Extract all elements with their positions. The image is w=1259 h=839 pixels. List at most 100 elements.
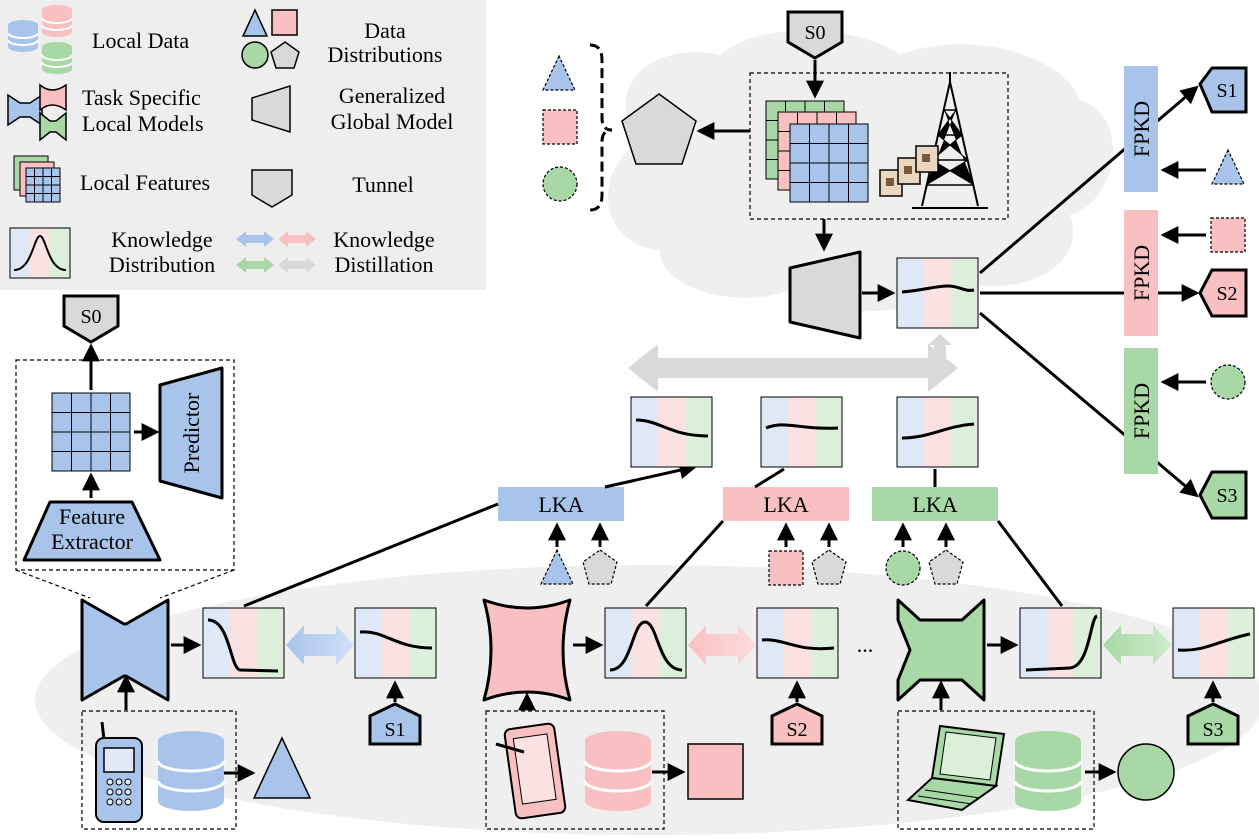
tunnel-s3-right-label: S3	[1216, 485, 1237, 507]
lka-red-distribution	[760, 396, 843, 468]
fpkd-red: FPKD	[1124, 210, 1158, 336]
tunnel-s0-top-label: S0	[804, 22, 825, 44]
green-model-distribution	[1019, 607, 1102, 679]
tunnel-s0-top: S0	[786, 10, 844, 60]
local-data-legend-icon	[7, 5, 73, 74]
legend-knowledge-distillation-2: Distillation	[335, 252, 434, 277]
lka-green-distribution	[896, 396, 979, 468]
lka-green: LKA	[872, 487, 998, 521]
legend-knowledge-distribution-1: Knowledge	[111, 227, 212, 252]
red-kd-arrow	[688, 625, 756, 665]
red-square-data	[687, 743, 744, 800]
blue-database-icon	[156, 731, 226, 811]
lka-inputs	[540, 522, 964, 586]
detail-panel: Predictor Feature Extractor	[15, 359, 235, 599]
client-green: S3	[896, 598, 1255, 830]
blue-local-model	[80, 598, 170, 702]
blue-kd-arrow	[286, 625, 354, 665]
tunnel-legend-icon	[251, 169, 293, 208]
fpkd-green-label: FPKD	[1129, 383, 1154, 439]
lka-red: LKA	[723, 487, 849, 521]
red-local-model	[482, 598, 572, 702]
feature-extractor-label-2: Extractor	[51, 529, 134, 554]
fpkd-inputs	[1160, 148, 1246, 400]
green-device-box	[897, 710, 1095, 830]
server-box	[749, 72, 1009, 220]
legend-task-specific-1: Task Specific	[82, 85, 201, 110]
tunnel-s0-left: S0	[62, 294, 120, 344]
tablet-icon	[495, 722, 567, 820]
knowledge-distillation-legend-icon	[236, 231, 316, 273]
legend-local-data: Local Data	[92, 28, 189, 53]
global-shape-brace	[542, 43, 613, 212]
tunnel-s2-red: S2	[770, 702, 824, 746]
tunnel-s3-green-label: S3	[1202, 719, 1223, 741]
legend: Local Data Data Distributions Task Speci…	[0, 0, 486, 290]
predictor-block: Predictor	[158, 366, 224, 500]
fpkd-blue-label: FPKD	[1129, 101, 1154, 157]
legend-global-model-2: Global Model	[331, 109, 454, 134]
local-models-legend-icon	[7, 83, 67, 142]
tunnel-s2-right-label: S2	[1216, 283, 1237, 305]
phone-icon	[95, 721, 143, 823]
blue-device-box	[81, 710, 237, 830]
green-s3-distribution	[1172, 607, 1255, 679]
global-kd-arrow	[628, 334, 958, 392]
feature-extractor-block: Feature Extractor	[22, 500, 162, 562]
global-distribution	[896, 257, 979, 329]
tunnel-s1-blue: S1	[368, 702, 422, 746]
tunnel-s3-right: S3	[1198, 470, 1248, 520]
tunnel-s2-right: S2	[1198, 268, 1248, 318]
local-features-legend-icon	[13, 155, 61, 203]
legend-knowledge-distribution-2: Distribution	[109, 252, 215, 277]
legend-local-features: Local Features	[80, 170, 210, 195]
client-red: S2	[482, 598, 839, 830]
green-database-icon	[1013, 731, 1083, 811]
legend-data-distributions-2: Distributions	[328, 42, 443, 67]
fpkd-red-label: FPKD	[1129, 245, 1154, 301]
lka-red-label: LKA	[763, 492, 808, 517]
ellipsis: ...	[857, 632, 874, 657]
feature-extractor-label-1: Feature	[59, 504, 125, 529]
global-pentagon	[621, 93, 697, 165]
green-local-model	[896, 598, 986, 702]
red-device-box	[485, 710, 665, 830]
green-kd-arrow	[1103, 625, 1171, 665]
legend-data-distributions-1: Data	[364, 18, 406, 43]
fpkd-blue: FPKD	[1124, 66, 1158, 192]
legend-global-model-1: Generalized	[339, 83, 445, 108]
blue-model-distribution	[202, 607, 285, 679]
global-model-legend-icon	[251, 84, 291, 134]
red-s2-distribution	[756, 607, 839, 679]
lka-connections	[243, 461, 1064, 608]
blue-triangle-data	[252, 736, 312, 799]
server-feature-grid	[765, 100, 869, 203]
tunnel-s1-blue-label: S1	[384, 719, 405, 741]
tunnel-s2-red-label: S2	[786, 719, 807, 741]
red-model-distribution	[604, 607, 687, 679]
green-circle-data	[1117, 743, 1175, 801]
client-blue: S1	[80, 598, 437, 830]
lka-blue: LKA	[498, 487, 624, 521]
fpkd-green: FPKD	[1124, 348, 1158, 474]
tunnel-s1-right: S1	[1198, 66, 1248, 114]
lka-blue-label: LKA	[538, 492, 583, 517]
red-database-icon	[583, 731, 653, 811]
legend-knowledge-distillation-1: Knowledge	[333, 227, 434, 252]
tunnel-s1-right-label: S1	[1216, 80, 1237, 102]
tunnel-s3-green: S3	[1186, 702, 1240, 746]
lka-green-label: LKA	[912, 492, 957, 517]
global-model	[788, 250, 862, 340]
lka-blue-distribution	[630, 396, 713, 468]
predictor-label: Predictor	[179, 392, 204, 473]
legend-tunnel: Tunnel	[352, 172, 414, 197]
laptop-icon	[905, 724, 1006, 812]
blue-s1-distribution	[354, 607, 437, 679]
legend-task-specific-2: Local Models	[82, 111, 204, 136]
tunnel-s0-left-label: S0	[80, 306, 101, 328]
data-distributions-legend-icon	[241, 8, 300, 69]
knowledge-distribution-legend-icon	[9, 227, 71, 279]
global-to-targets	[979, 85, 1200, 498]
